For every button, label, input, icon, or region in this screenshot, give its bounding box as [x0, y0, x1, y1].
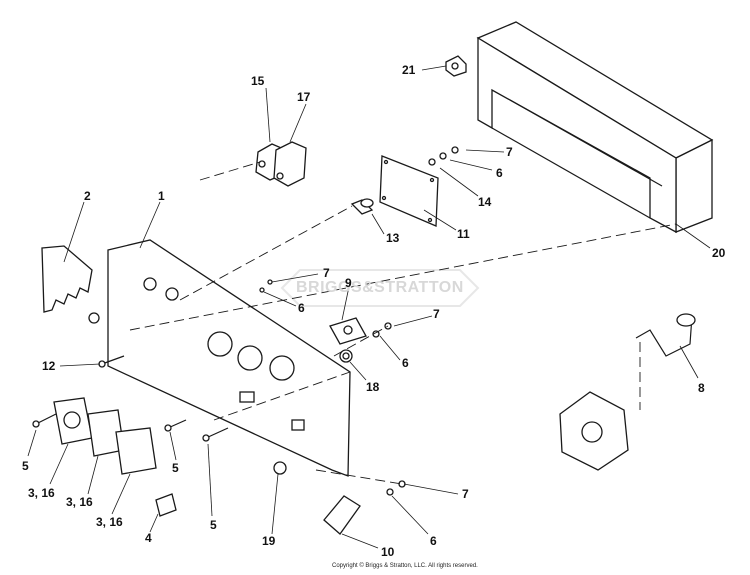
callout-5-c: 5 — [210, 518, 217, 532]
part-5-screw-a — [32, 413, 57, 428]
part-1-control-panel — [88, 239, 351, 477]
callout-21: 21 — [402, 63, 416, 77]
callout-9: 9 — [345, 276, 352, 290]
callout-6-c: 6 — [402, 356, 409, 370]
assembly-lines — [129, 161, 677, 485]
callout-4: 4 — [145, 531, 152, 545]
part-13-spacer — [350, 198, 374, 215]
callout-12: 12 — [42, 359, 56, 373]
callout-10: 10 — [381, 545, 395, 559]
watermark-logo — [280, 269, 480, 307]
part-21-grommet — [445, 55, 467, 77]
part-4-rocker — [155, 493, 177, 517]
part-17-switch — [273, 141, 307, 187]
callout-5-a: 5 — [22, 459, 29, 473]
part-8-harness — [559, 313, 696, 471]
leader-lines — [27, 65, 711, 549]
part-2-bezel — [41, 245, 93, 313]
callout-7-c: 7 — [433, 307, 440, 321]
callout-8: 8 — [698, 381, 705, 395]
callout-6-a: 6 — [496, 166, 503, 180]
callout-20: 20 — [712, 246, 726, 260]
part-5-screw-c — [202, 427, 229, 442]
watermark-text: BRIGGS&STRATTON — [296, 279, 464, 296]
callout-5-b: 5 — [172, 461, 179, 475]
part-20-cover-box — [476, 21, 714, 234]
callout-6-b: 6 — [298, 301, 305, 315]
callout-11: 11 — [457, 227, 470, 241]
callout-13: 13 — [386, 231, 400, 245]
callout-14: 14 — [478, 195, 492, 209]
callout-3-16-b: 3, 16 — [66, 495, 93, 509]
callout-7-b: 7 — [323, 266, 330, 280]
callout-18: 18 — [366, 380, 380, 394]
part-12-screw — [98, 355, 125, 368]
part-11-plate — [379, 155, 439, 227]
callout-7-d: 7 — [462, 487, 469, 501]
callout-6-d: 6 — [430, 534, 437, 548]
part-18-nut — [339, 349, 353, 363]
part-5-screw-b — [164, 419, 187, 432]
callout-7-a: 7 — [506, 145, 513, 159]
callout-3-16-a: 3, 16 — [28, 486, 55, 500]
callout-2: 2 — [84, 189, 91, 203]
callout-1: 1 — [158, 189, 165, 203]
part-19-screw — [273, 461, 287, 475]
part-10-bracket — [323, 495, 361, 535]
callout-17: 17 — [297, 90, 311, 104]
part-9-receptacle — [329, 317, 367, 345]
part-3-16-receptacle-a — [53, 397, 93, 445]
callout-3-16-c: 3, 16 — [96, 515, 123, 529]
part-3-16-receptacle-c — [115, 427, 157, 475]
callout-15: 15 — [251, 74, 265, 88]
copyright-notice: Copyright © Briggs & Stratton, LLC. All … — [332, 563, 478, 569]
callout-19: 19 — [262, 534, 276, 548]
